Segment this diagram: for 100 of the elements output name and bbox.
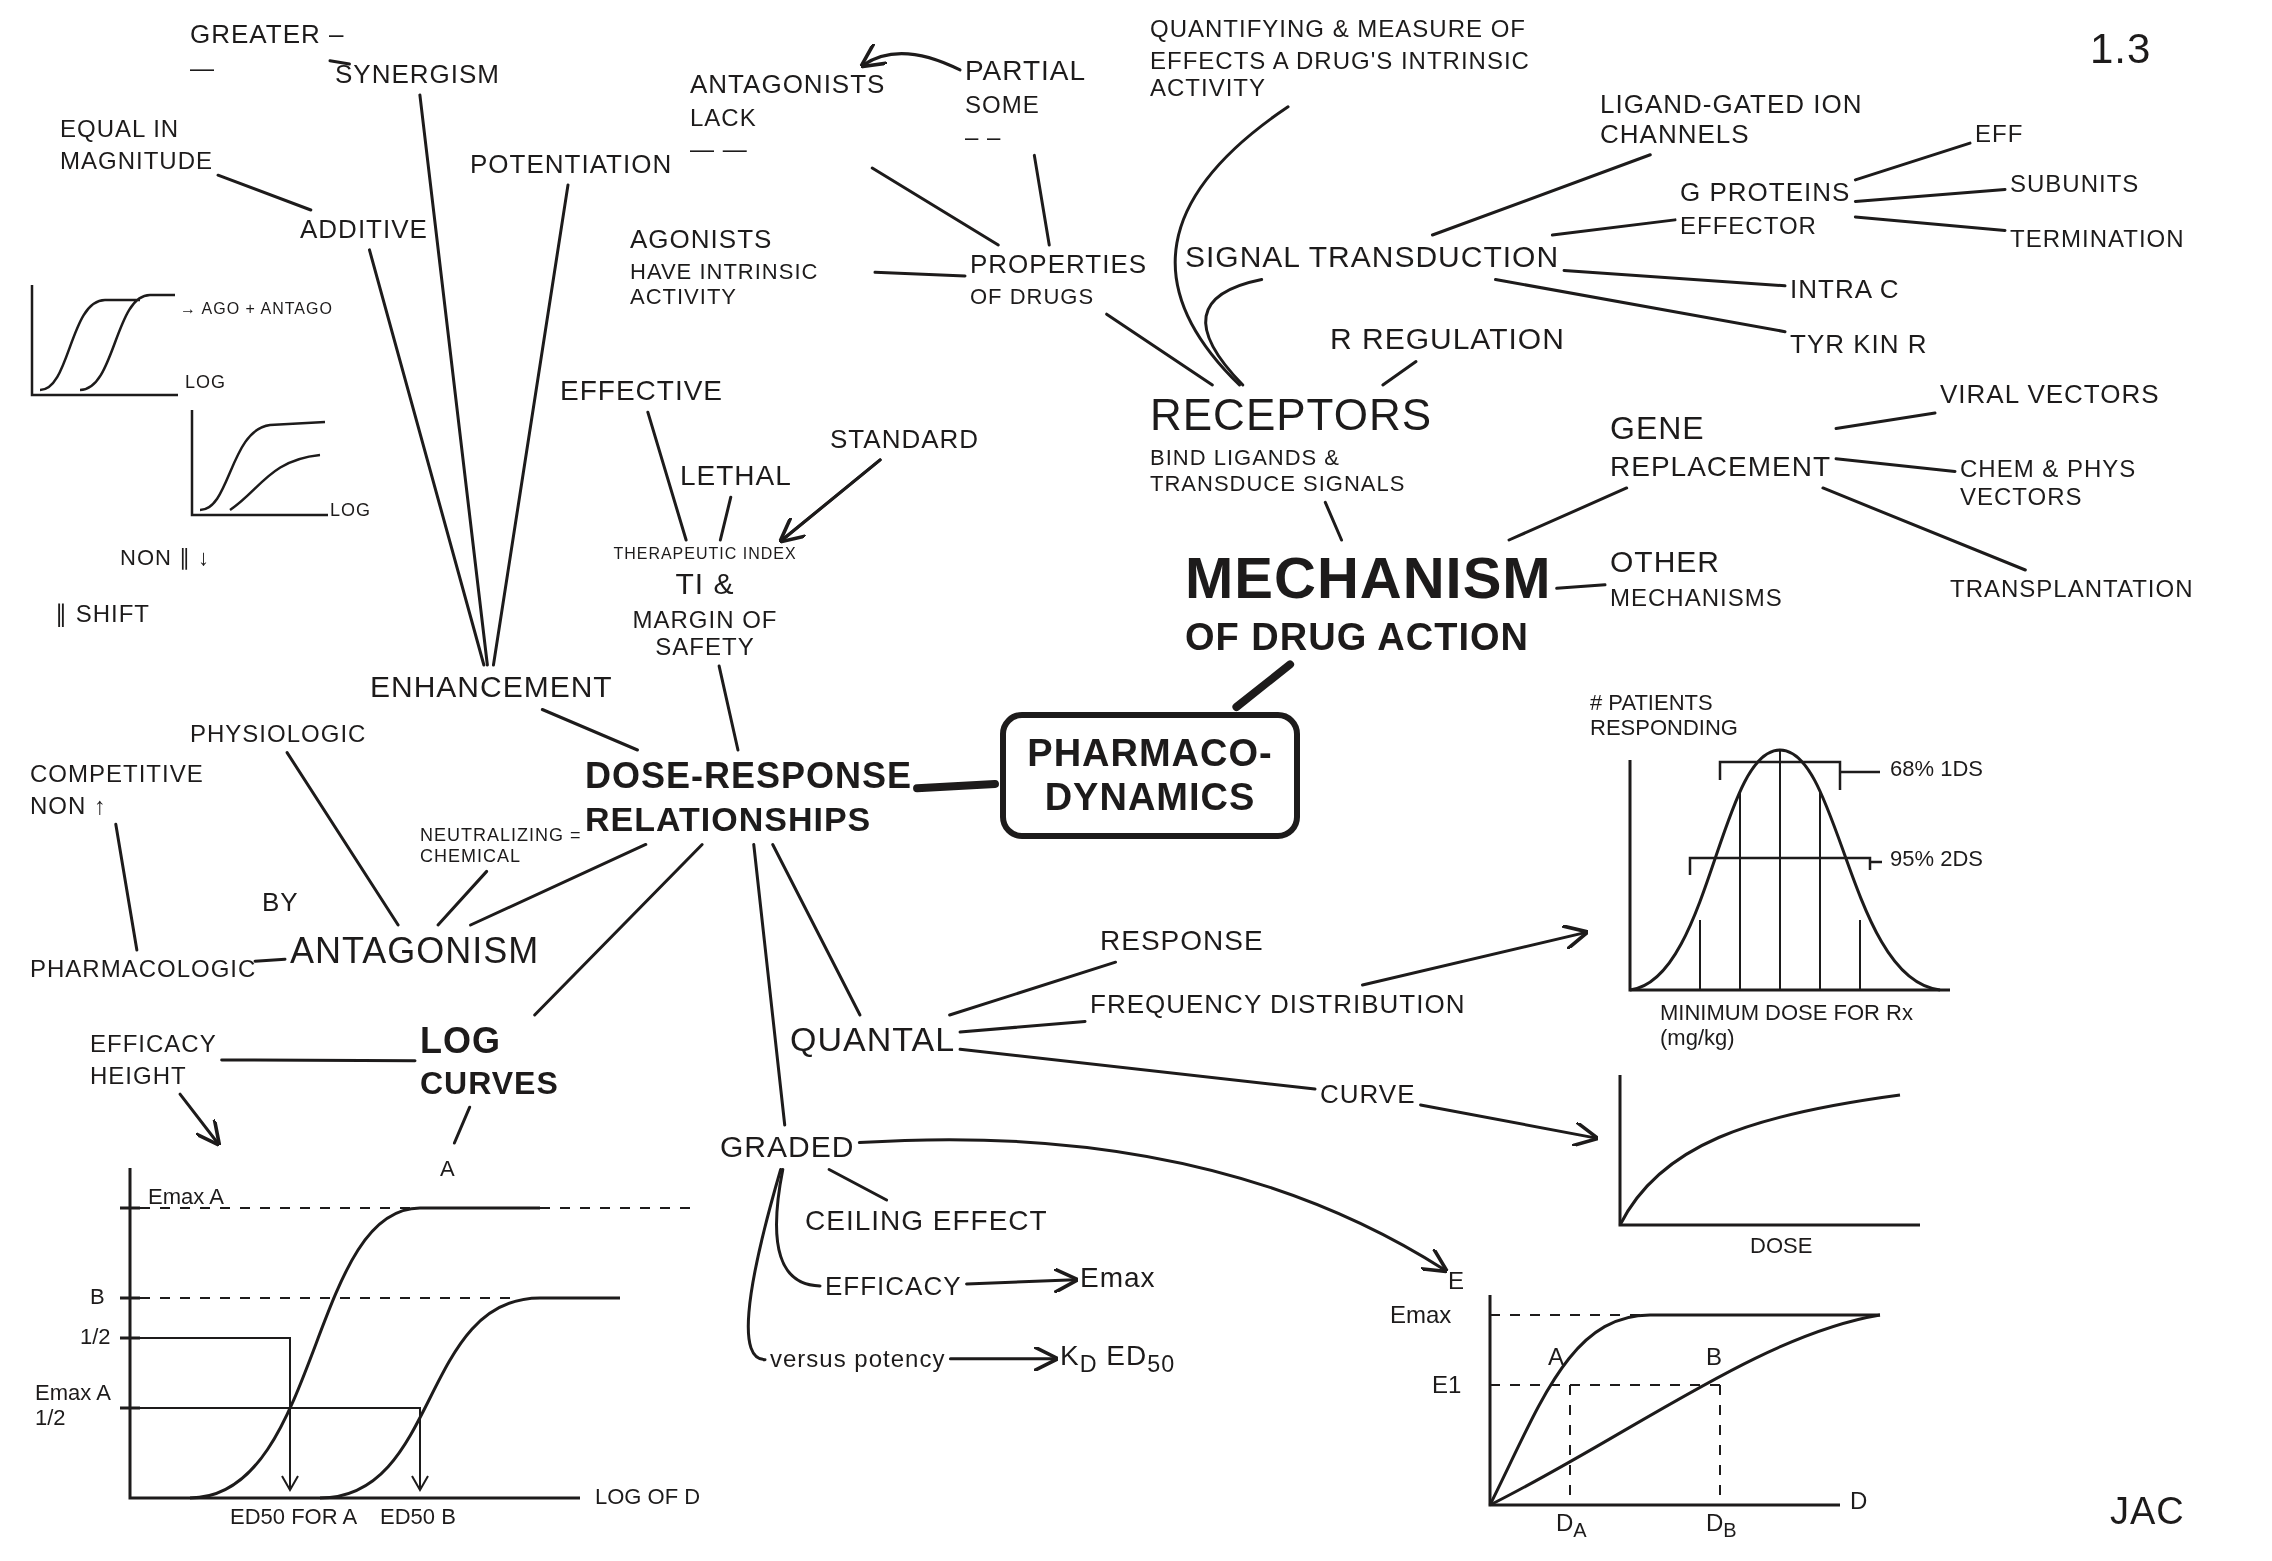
axis-label: ED50 FOR A [230,1504,358,1530]
branch-text: QUANTAL [790,1020,956,1060]
branch-text: CHEM & PHYS VECTORS [1960,455,2138,511]
branch-line [1032,153,1051,247]
arrow [1419,1103,1600,1148]
branch-line [540,708,639,752]
axis-label: A [440,1156,455,1182]
branch-text: TI & [675,567,735,602]
branch-line [958,1019,1087,1034]
branch-text: ADDITIVE [300,215,428,245]
branch-line [114,822,139,952]
branch-text: EQUAL IN [60,115,180,143]
note-text: 1.3 [2090,25,2152,74]
branch-text: CURVES [420,1065,559,1103]
branch-line [717,664,740,752]
branch-line [646,410,688,542]
branch-line [1232,660,1295,711]
branch-text: CEILING EFFECT [805,1205,1048,1238]
axis-label: A [1548,1343,1564,1371]
note-text: → AGO + ANTAGO [180,300,333,319]
branch-text: OF DRUGS [970,283,1095,310]
axis-label: 95% 2DS [1890,846,1983,872]
note-text: LOG [185,372,226,393]
branch-text: — — [690,135,748,164]
branch-text: Emax [1080,1262,1156,1295]
axis-label: B [90,1284,105,1310]
branch-line [1834,411,1937,430]
axis-label: E [1448,1267,1464,1295]
axis-label: ED50 B [380,1504,456,1530]
note-text: ∥ SHIFT [55,600,150,628]
branch-line [1430,153,1652,237]
branch-text: RELATIONSHIPS [585,800,872,840]
branch-text: LETHAL [680,460,792,493]
branch-text: versus potency [770,1345,946,1373]
branch-text: CURVE [1320,1080,1416,1110]
branch-text: TRANSPLANTATION [1950,575,2194,603]
branch-line [771,843,862,1017]
branch-line [216,173,313,212]
branch-text: SYNERGISM [335,60,501,90]
branch-line [469,843,648,927]
branch-line [367,248,486,667]
branch-line [1381,360,1418,387]
arrow [948,1344,1060,1373]
axis-label: Emax A [148,1184,224,1210]
axis-label: B [1706,1343,1722,1371]
branch-text: EFF [1975,120,2024,148]
branch-line [718,495,733,542]
branch-line [1834,457,1957,473]
arrow [1361,923,1590,987]
branch-text: EFFECTS A DRUG'S INTRINSIC ACTIVITY [1150,46,1531,102]
note-text: NON ∥ ↓ [120,545,211,571]
branch-text: LIGAND-GATED ION CHANNELS [1600,90,1864,150]
branch-line [827,1168,889,1202]
branch-line [913,780,999,793]
branch-text: FREQUENCY DISTRIBUTION [1090,990,1466,1020]
branch-text: RECEPTORS [1150,390,1433,441]
note-text: BIND LIGANDS & TRANSDUCE SIGNALS [1150,444,1407,498]
branch-text: NON ↑ [30,791,107,820]
branch-text: NEUTRALIZING = CHEMICAL [420,825,583,867]
branch-text: VIRAL VECTORS [1940,380,2160,410]
axis-label: Emax A 1/2 [35,1380,112,1431]
branch-text: COMPETITIVE [30,760,204,788]
note-text: BY [262,888,299,918]
branch-text: MAGNITUDE [60,146,213,175]
branch-line [491,183,570,667]
axis-label: E1 [1432,1371,1462,1399]
branch-line [1853,187,2007,203]
branch-text: ANTAGONISM [290,930,540,972]
axis-label: DOSE [1750,1233,1813,1259]
branch-line [1507,486,1629,542]
branch-text: QUANTIFYING & MEASURE OF [1150,15,1527,43]
branch-text: TYR KIN R [1790,330,1928,360]
branch-line [328,59,351,66]
branch-text: EFFECTIVE [560,375,723,408]
branch-line [752,843,787,1127]
branch-line [285,751,400,927]
branch-text: PHARMACOLOGIC [30,955,257,983]
branch-line [1173,105,1290,387]
branch-line [1550,218,1677,237]
branch-text: PARTIAL [965,55,1087,88]
axis-label: D$_{A}$ [1556,1509,1587,1542]
branch-text: HAVE INTRINSIC ACTIVITY [630,258,820,310]
branch-text: AGONISTS [630,225,773,255]
title-text: PHARMACO- DYNAMICS [1026,732,1274,820]
arrow [965,1266,1080,1295]
branch-text: STANDARD [830,425,980,455]
branch-line [873,270,967,278]
branch-line [1323,500,1343,542]
axis-label: MINIMUM DOSE FOR Rx (mg/kg) [1660,1000,1914,1051]
branch-text: SUBUNITS [2010,170,2140,198]
axis-label: D$_{B}$ [1706,1509,1737,1542]
arrow [858,42,962,72]
branch-line [220,1058,417,1063]
branch-text: POTENTIATION [470,150,673,180]
branch-line [948,960,1118,1017]
branch-text: K$_{D}$ ED$_{50}$ [1060,1340,1176,1378]
branch-text: OF DRUG ACTION [1185,615,1529,660]
branch-line [1853,141,1972,182]
branch-text: MECHANISMS [1610,583,1783,612]
branch-text: HEIGHT [90,1061,187,1090]
